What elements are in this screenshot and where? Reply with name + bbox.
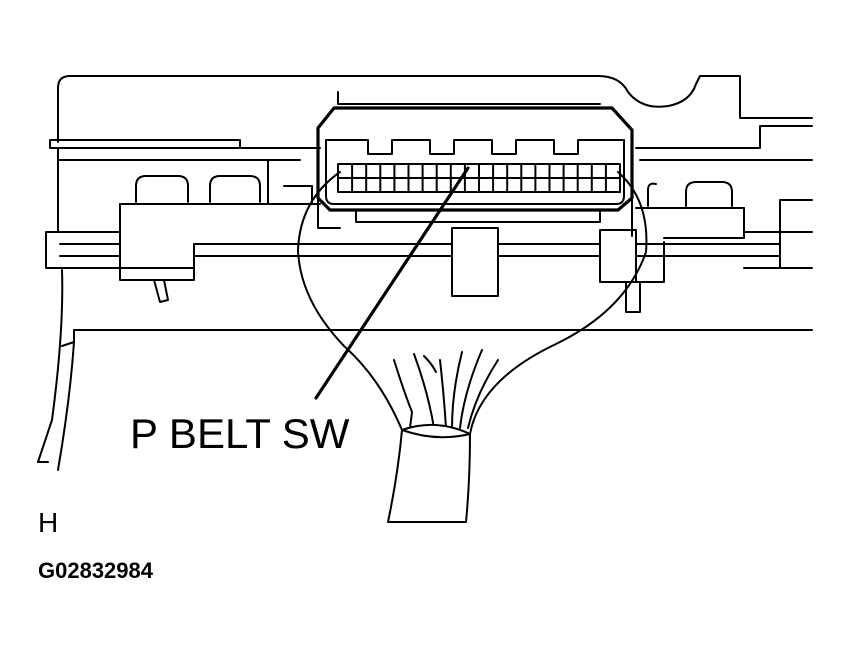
callout-label: P BELT SW xyxy=(130,410,350,457)
figure-code: G02832984 xyxy=(38,558,154,583)
lower-plate xyxy=(37,269,813,471)
latch-bosses xyxy=(135,159,733,207)
ecu-housing xyxy=(49,75,813,233)
callout-loop xyxy=(297,166,648,435)
wire-harness xyxy=(387,349,499,523)
p-belt-sw-connector xyxy=(316,106,634,237)
view-letter: H xyxy=(38,507,58,538)
connector-pin-grid xyxy=(337,163,621,193)
mounting-rails xyxy=(45,199,813,313)
